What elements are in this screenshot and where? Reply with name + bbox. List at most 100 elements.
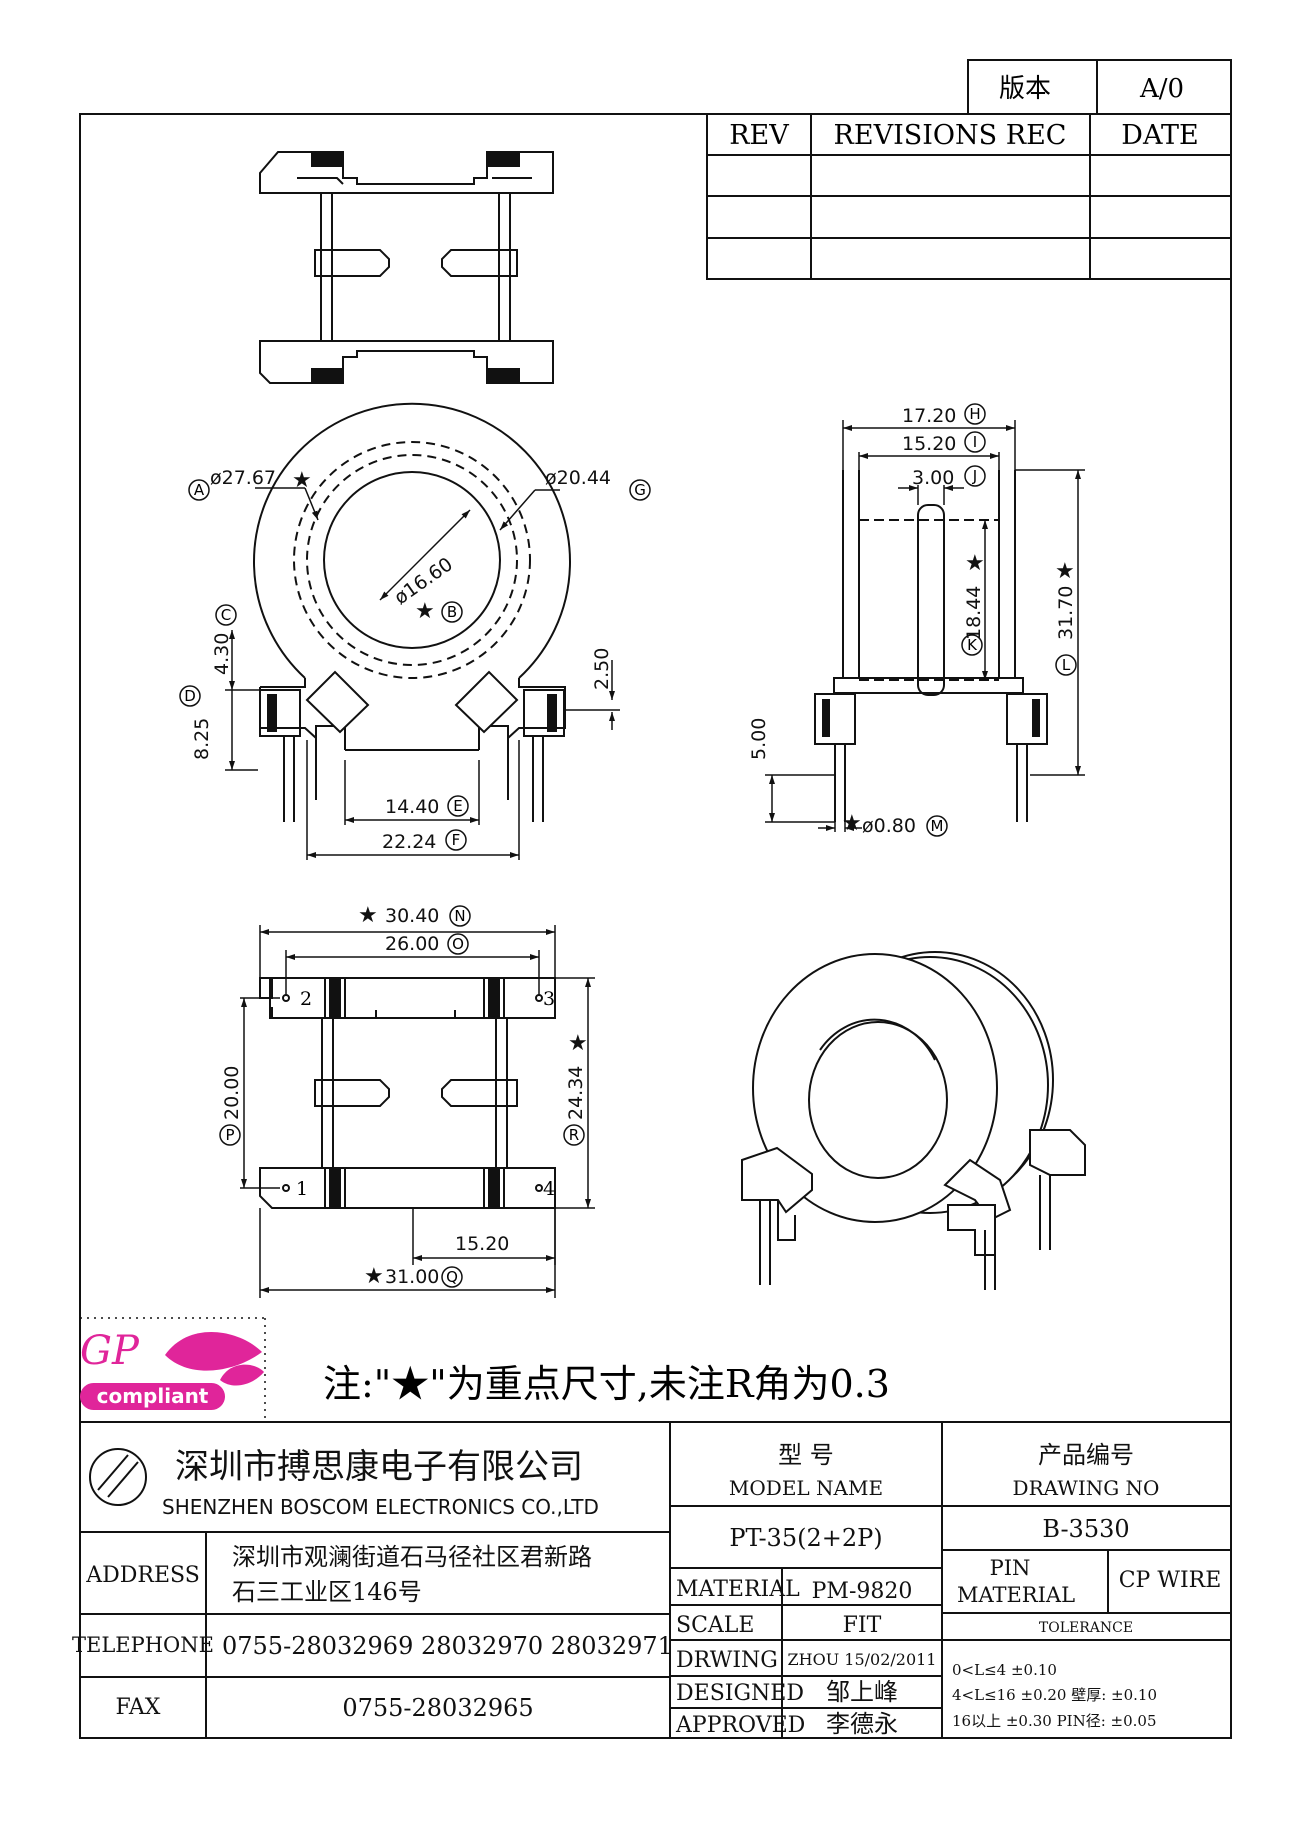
revisions-rec-header: REVISIONS REC xyxy=(834,120,1067,151)
pin-material-label: MATERIAL xyxy=(957,1583,1075,1607)
dim-H-value: 17.20 xyxy=(902,405,956,427)
dim-500-value: 5.00 xyxy=(748,718,770,760)
dim-F-value: 22.24 xyxy=(382,831,436,853)
svg-text:E: E xyxy=(453,797,462,815)
svg-text:O: O xyxy=(452,935,464,953)
svg-text:D: D xyxy=(184,687,196,705)
dim-J-value: 3.00 xyxy=(912,467,954,489)
company-name-cn: 深圳市搏思康电子有限公司 xyxy=(175,1447,583,1487)
callout-M: M xyxy=(926,815,948,837)
designed-value: 邹上峰 xyxy=(826,1678,898,1706)
dim-L-value: 31.70 xyxy=(1055,586,1077,640)
version-label: 版本 xyxy=(999,74,1051,104)
callout-A: A xyxy=(188,479,210,501)
model-name-cn: 型 号 xyxy=(778,1441,834,1469)
callout-O: O xyxy=(447,933,469,955)
side-view xyxy=(814,470,1048,822)
star-icon: ★ xyxy=(568,1031,588,1056)
callout-C: C xyxy=(215,604,237,626)
date-header: DATE xyxy=(1121,120,1198,151)
isometric-view xyxy=(741,951,1086,1290)
approved-value: 李德永 xyxy=(826,1710,898,1738)
dim-M-value: ø0.80 xyxy=(862,815,916,837)
svg-text:A: A xyxy=(194,481,205,499)
callout-I: I xyxy=(964,431,986,453)
svg-text:K: K xyxy=(967,636,978,654)
company-name-en: SHENZHEN BOSCOM ELECTRONICS CO.,LTD xyxy=(162,1495,599,1519)
callout-K: K xyxy=(961,634,983,656)
svg-text:F: F xyxy=(452,831,461,849)
callout-J: J xyxy=(964,465,986,487)
svg-text:R: R xyxy=(569,1126,579,1144)
fax-label: FAX xyxy=(116,1695,161,1720)
dim-R-value: 24.34 xyxy=(565,1066,587,1120)
star-icon: ★ xyxy=(358,903,378,928)
drawing-no-cn: 产品编号 xyxy=(1038,1441,1134,1469)
model-value: PT-35(2+2P) xyxy=(729,1524,882,1552)
pin-1-label: 1 xyxy=(296,1178,308,1200)
top-view xyxy=(259,151,554,384)
designed-label: DESIGNED xyxy=(676,1681,804,1706)
callout-F: F xyxy=(445,829,467,851)
dim-G-value: ø20.44 xyxy=(545,467,611,489)
gp-logo-text: GP xyxy=(80,1328,139,1374)
sheet-border xyxy=(79,113,1232,1739)
callout-R: R xyxy=(563,1124,585,1146)
svg-text:L: L xyxy=(1062,656,1071,674)
callout-P: P xyxy=(219,1124,241,1146)
compliant-badge: compliant xyxy=(80,1383,225,1410)
star-icon: ★ xyxy=(1055,559,1075,584)
callout-B: B xyxy=(441,601,463,623)
dimension-lines xyxy=(225,420,1085,1298)
star-icon: ★ xyxy=(842,811,862,836)
tolerance-label: TOLERANCE xyxy=(1039,1620,1133,1636)
title-block xyxy=(80,1421,1231,1738)
fax-value: 0755-28032965 xyxy=(342,1694,533,1722)
telephone-label: TELEPHONE xyxy=(72,1633,214,1657)
callout-H: H xyxy=(964,403,986,425)
approved-label: APPROVED xyxy=(675,1713,805,1738)
dim-I-value: 15.20 xyxy=(902,433,956,455)
drwing-value: ZHOU 15/02/2011 xyxy=(788,1650,937,1669)
telephone-value: 0755-28032969 28032970 28032971 xyxy=(222,1632,673,1660)
key-dimension-stars: ★ ★ ★ ★ ★ ★ ★ ★ xyxy=(292,468,1075,1289)
svg-text:Q: Q xyxy=(446,1268,458,1286)
tolerance-line-3: 16以上 ±0.30 PIN径: ±0.05 xyxy=(952,1712,1157,1730)
drawing-no-en: DRAWING NO xyxy=(1013,1476,1160,1500)
svg-text:P: P xyxy=(225,1126,234,1144)
dim-K-value: 18.44 xyxy=(963,586,985,640)
dim-P-value: 20.00 xyxy=(221,1066,243,1120)
drawing-no-value: B-3530 xyxy=(1042,1515,1129,1543)
callout-D: D xyxy=(179,685,201,707)
svg-text:B: B xyxy=(447,603,457,621)
tolerance-line-1: 0<L≤4 ±0.10 xyxy=(952,1661,1057,1679)
callout-L: L xyxy=(1055,654,1077,676)
drwing-label: DRWING xyxy=(676,1648,778,1673)
pin-label: PIN xyxy=(990,1556,1031,1580)
address-line-1: 深圳市观澜街道石马径社区君新路 xyxy=(232,1543,592,1571)
scale-value: FIT xyxy=(843,1613,882,1638)
svg-text:H: H xyxy=(969,405,980,423)
scale-label: SCALE xyxy=(676,1613,754,1638)
callout-G: G xyxy=(629,479,651,501)
pin-3-label: 3 xyxy=(543,988,555,1010)
star-icon: ★ xyxy=(415,599,435,624)
dim-1520-value: 15.20 xyxy=(455,1233,509,1255)
star-icon: ★ xyxy=(364,1264,384,1289)
dim-E-value: 14.40 xyxy=(385,796,439,818)
note-text: 注:"★"为重点尺寸,未注R角为0.3 xyxy=(323,1362,890,1406)
rev-header: REV xyxy=(729,120,789,151)
leaf-icon xyxy=(165,1332,264,1386)
star-icon: ★ xyxy=(292,468,312,493)
svg-text:C: C xyxy=(221,606,231,624)
dim-D-value: 8.25 xyxy=(191,718,213,760)
bottom-view xyxy=(259,977,556,1209)
pin-2-label: 2 xyxy=(300,988,312,1010)
callouts: A G B C D E F H I J K L M N O P R Q xyxy=(179,403,1077,1288)
callout-E: E xyxy=(447,795,469,817)
dim-250-value: 2.50 xyxy=(591,648,613,690)
svg-text:J: J xyxy=(972,467,977,485)
material-value: PM-9820 xyxy=(812,1579,913,1604)
